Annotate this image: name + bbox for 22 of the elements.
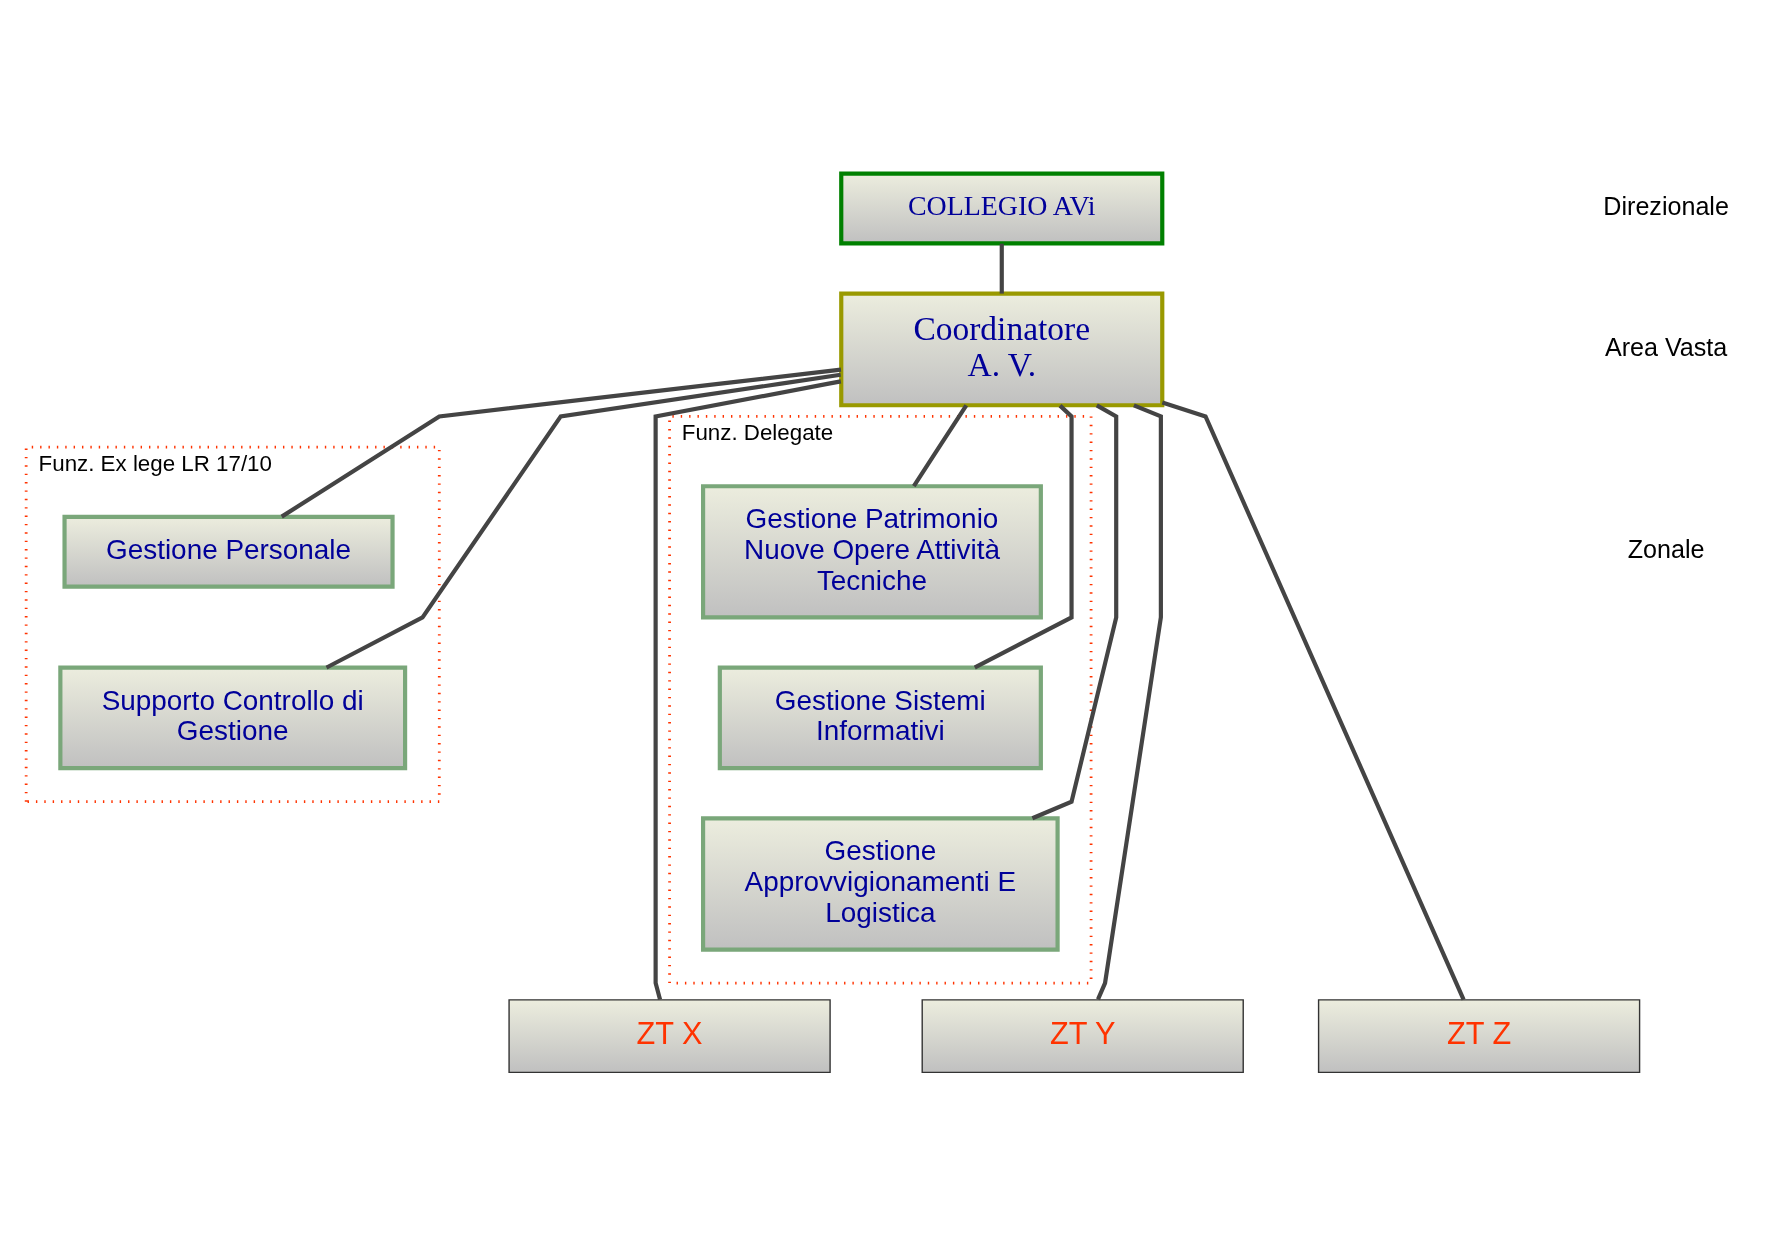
connector — [1031, 403, 1118, 820]
connector — [325, 372, 841, 669]
node-box: Gestione Personale — [61, 514, 395, 589]
connector — [911, 403, 968, 487]
label: Area Vasta — [1604, 332, 1727, 361]
connector — [653, 378, 841, 1000]
node-box: Gestione Sistemi Informativi — [717, 665, 1043, 770]
node-box: COLLEGIO AVi — [838, 171, 1164, 245]
connector — [1095, 402, 1163, 1000]
node-box: Gestione Patrimonio Nuove Opere Attività Tecniche — [700, 483, 1043, 619]
label: Zonale — [1627, 534, 1705, 563]
node-box: Coordinatore A. V. — [838, 291, 1164, 407]
connector — [973, 403, 1074, 669]
connector — [280, 367, 841, 518]
node-box: Gestione Approvvigionamenti E Logistica — [700, 815, 1060, 952]
connector — [1161, 400, 1465, 1001]
label: Direzionale — [1602, 191, 1729, 220]
node-box: Supporto Controllo di Gestione — [57, 665, 407, 770]
node-box: ZT X — [507, 998, 831, 1073]
node-box: ZT Y — [921, 998, 1244, 1073]
connector — [999, 243, 1004, 294]
node-box: ZT Z — [1317, 998, 1640, 1073]
